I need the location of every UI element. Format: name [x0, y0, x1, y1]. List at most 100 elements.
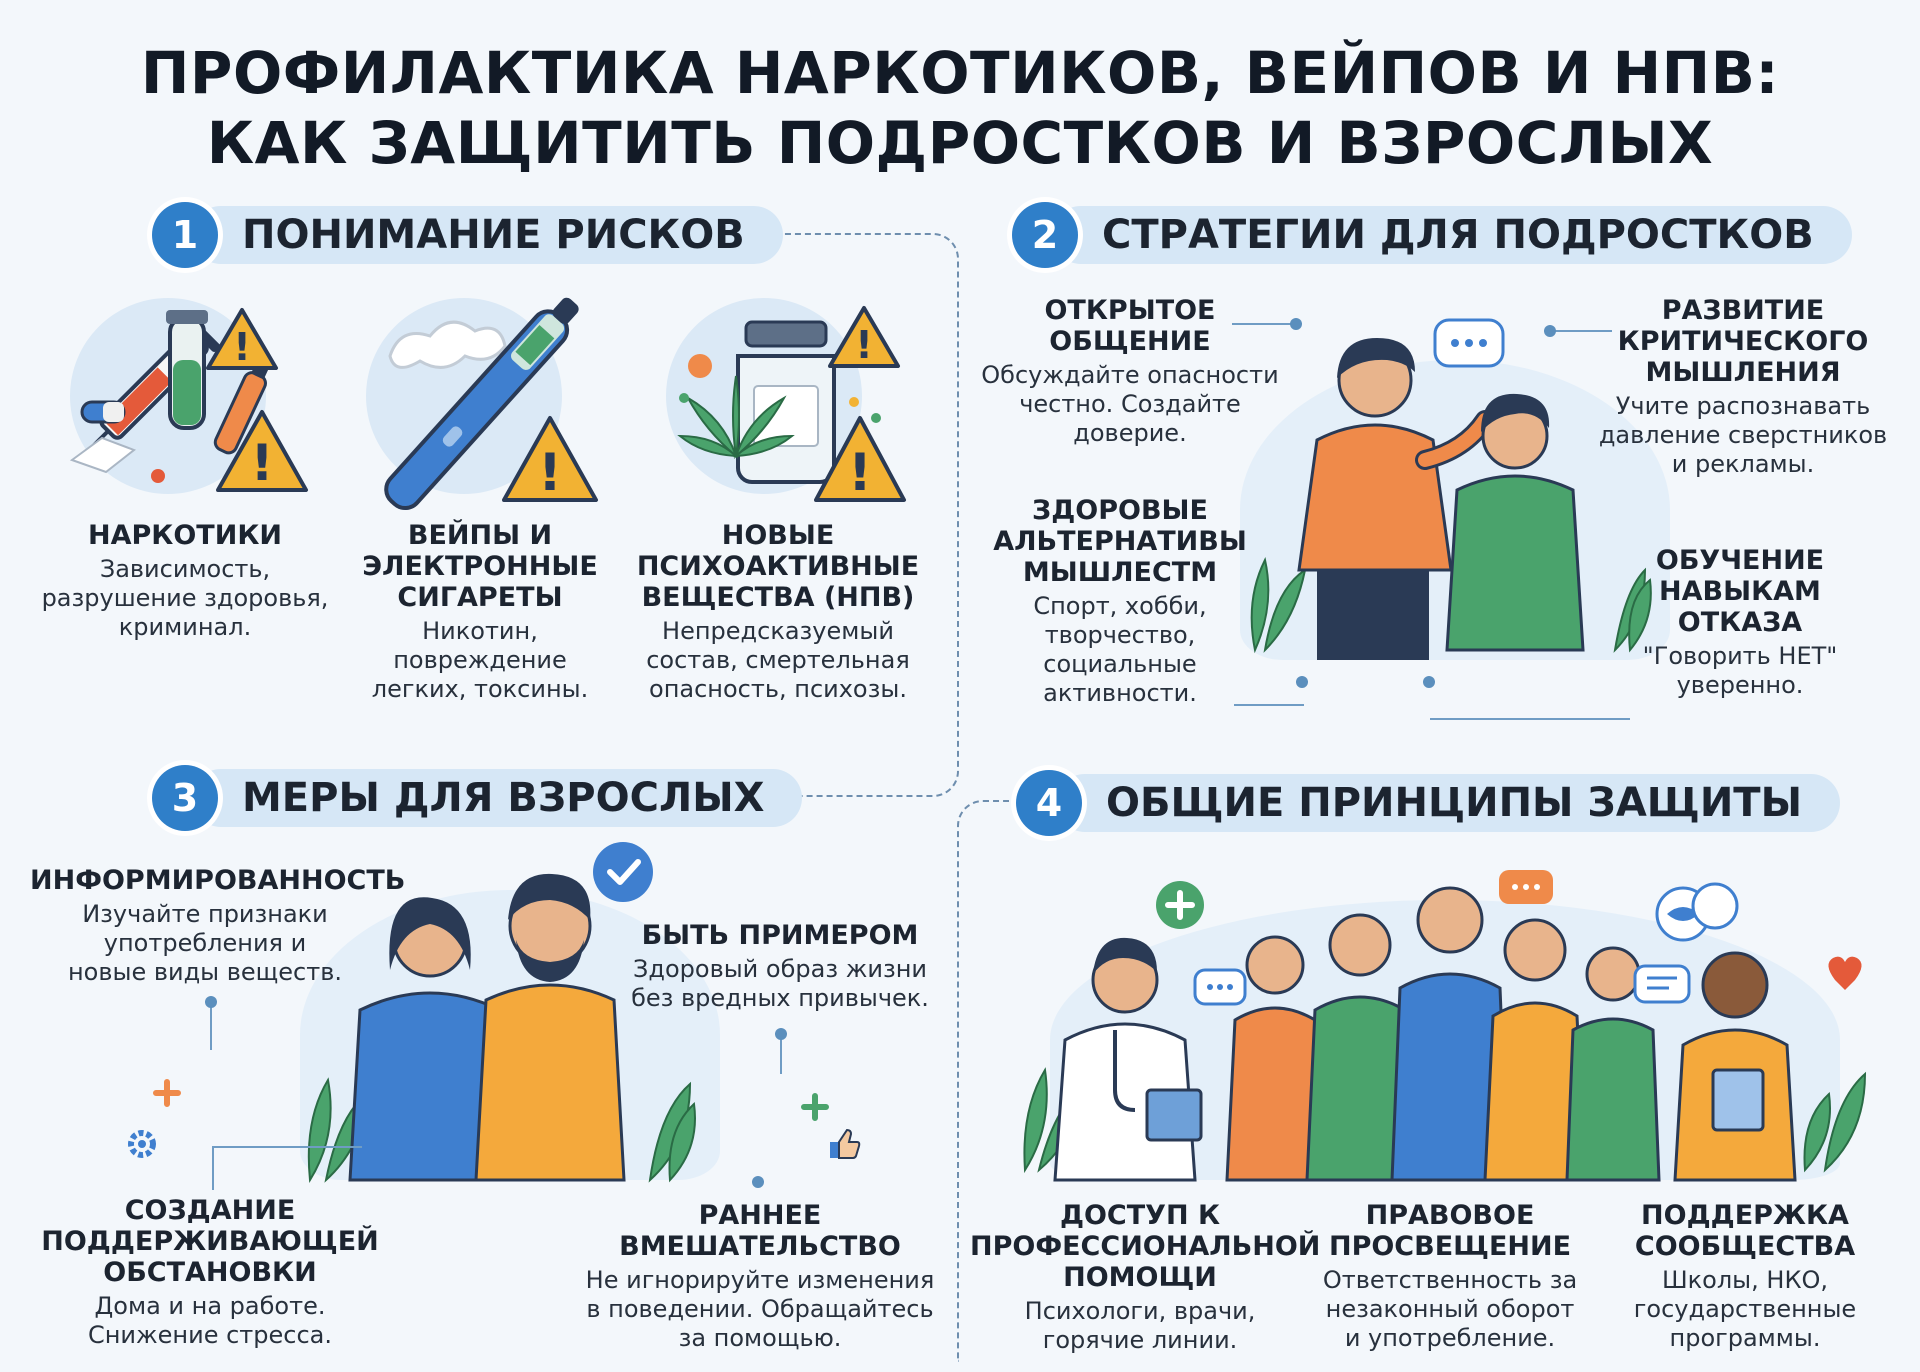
teen-strategy-title-line: ОБУЧЕНИЕ [1655, 545, 1825, 576]
teen-strategy-desc-line: Спорт, хобби, [1033, 592, 1207, 620]
principle-title: ПРАВОВОЕ ПРОСВЕЩЕНИЕ [1305, 1200, 1595, 1262]
section-3-header: МЕРЫ ДЛЯ ВЗРОСЛЫХ 3 [152, 765, 803, 831]
risk-desc-vapes-line: легких, токсины. [371, 675, 589, 703]
adult-measure-desc-line: употребления и [103, 929, 307, 957]
teen-strategy-desc-line: Обсуждайте опасности [981, 361, 1279, 389]
risk-title-drugs: НАРКОТИКИ [88, 520, 282, 551]
connector-dot [1290, 318, 1302, 330]
connector-line [1552, 330, 1612, 332]
risk-desc-nps-line: опасность, психозы. [649, 675, 907, 703]
plus-icon [801, 1093, 829, 1121]
teen-strategy-desc-line: и рекламы. [1671, 450, 1815, 478]
teen-strategy-title: ЗДОРОВЫЕ АЛЬТЕРНАТИВЫ МЫШЛЕСТМ [990, 495, 1250, 588]
risk-desc-vapes: Никотин, повреждение легких, токсины. [330, 617, 630, 704]
section-1-header: ПОНИМАНИЕ РИСКОВ 1 [152, 202, 783, 268]
risk-title-nps-line: ВЕЩЕСТВА (НПВ) [641, 582, 915, 613]
adult-measure-early-intervention: РАННЕЕ ВМЕШАТЕЛЬСТВО Не игнорируйте изме… [570, 1200, 950, 1353]
teen-strategy-desc-line: социальные [1043, 650, 1197, 678]
principle-desc-line: горячие линии. [1042, 1326, 1238, 1354]
teen-strategy-title-line: ОТКРЫТОЕ [1044, 295, 1216, 326]
teen-strategy-title-line: МЫШЛЕНИЯ [1645, 357, 1841, 388]
teen-strategy-title-line: РАЗВИТИЕ [1661, 295, 1825, 326]
page-title-line-2: КАК ЗАЩИТИТЬ ПОДРОСТКОВ И ВЗРОСЛЫХ [206, 109, 1714, 177]
teen-strategy-desc-line: давление сверстников [1598, 421, 1888, 449]
risk-desc-vapes-line: повреждение [393, 646, 567, 674]
adult-teen-talk-illustration [1250, 318, 1652, 660]
plus-icon [153, 1079, 181, 1107]
risk-title-nps: НОВЫЕ ПСИХОАКТИВНЫЕ ВЕЩЕСТВА (НПВ) [628, 520, 928, 613]
adult-measure-desc-line: Снижение стресса. [87, 1321, 333, 1349]
principle-desc: Ответственность за незаконный оборот и у… [1305, 1266, 1595, 1353]
connector-line [780, 1034, 782, 1074]
principle-community-support: ПОДДЕРЖКА СООБЩЕСТВА Школы, НКО, государ… [1600, 1200, 1890, 1353]
principle-title-line: СООБЩЕСТВА [1634, 1231, 1856, 1262]
teen-strategy-desc: Спорт, хобби, творчество, социальные акт… [990, 592, 1250, 708]
section-3-number: 3 [152, 765, 218, 831]
thumbs-up-icon [830, 1128, 861, 1159]
page-title-line-1: ПРОФИЛАКТИКА НАРКОТИКОВ, ВЕЙПОВ И НПВ: [140, 39, 1780, 107]
principle-desc-line: и употребление. [1344, 1324, 1556, 1352]
adult-measure-title-line: РАННЕЕ [698, 1200, 822, 1231]
connector-dot [752, 1176, 764, 1188]
connector-dot [1423, 676, 1435, 688]
teen-strategy-critical-thinking: РАЗВИТИЕ КРИТИЧЕСКОГО МЫШЛЕНИЯ Учите рас… [1578, 295, 1908, 479]
adult-measure-desc-line: новые виды веществ. [67, 958, 342, 986]
connector-line [212, 1146, 214, 1190]
section-1-number: 1 [152, 202, 218, 268]
adult-measure-awareness: ИНФОРМИРОВАННОСТЬ Изучайте признаки упот… [30, 865, 406, 987]
risk-title-vapes: ВЕЙПЫ И ЭЛЕКТРОННЫЕ СИГАРЕТЫ [330, 520, 630, 613]
section-2-header: СТРАТЕГИИ ДЛЯ ПОДРОСТКОВ 2 [1012, 202, 1852, 268]
principle-desc: Психологи, врачи, горячие линии. [970, 1297, 1310, 1355]
teen-strategy-open-talk: ОТКРЫТОЕ ОБЩЕНИЕ Обсуждайте опасности че… [980, 295, 1280, 448]
adult-measure-desc-line: без вредных привычек. [631, 984, 929, 1012]
teen-strategy-desc: Обсуждайте опасности честно. Создайте до… [980, 361, 1280, 448]
principle-title-line: ПОМОЩИ [1063, 1262, 1217, 1293]
adult-measure-title: ИНФОРМИРОВАННОСТЬ [30, 865, 406, 896]
principle-legal-education: ПРАВОВОЕ ПРОСВЕЩЕНИЕ Ответственность за … [1305, 1200, 1595, 1353]
connector-1-2 [745, 233, 959, 797]
adult-measure-desc: Не игнорируйте изменения в поведении. Об… [570, 1266, 950, 1353]
adult-measure-title: БЫТЬ ПРИМЕРОМ [641, 920, 919, 951]
principle-title: ДОСТУП К ПРОФЕССИОНАЛЬНОЙ ПОМОЩИ [970, 1200, 1321, 1293]
section-4-number: 4 [1016, 770, 1082, 836]
teen-strategy-desc: "Говорить НЕТ" уверенно. [1600, 642, 1880, 700]
principle-title-line: ПРАВОВОЕ [1365, 1200, 1535, 1231]
risk-desc-nps-line: Непредсказуемый [662, 617, 894, 645]
risk-title-nps-line: НОВЫЕ [721, 520, 835, 551]
connector-line [212, 1146, 362, 1148]
section-3-heading: МЕРЫ ДЛЯ ВЗРОСЛЫХ [192, 769, 803, 827]
adult-measure-title-line: ОБСТАНОВКИ [103, 1257, 317, 1288]
connector-dot [775, 1028, 787, 1040]
principle-desc-line: незаконный оборот [1325, 1295, 1575, 1323]
connector-dot [205, 996, 217, 1008]
risk-desc-drugs-line: криминал. [118, 613, 252, 641]
connector-dot [1296, 676, 1308, 688]
connector-line [210, 1000, 212, 1050]
teen-strategy-desc-line: уверенно. [1676, 671, 1804, 699]
syringe-pills-warning-icon: ! ! [69, 308, 308, 492]
principle-desc-line: Психологи, врачи, [1024, 1297, 1256, 1325]
risk-desc-drugs-line: разрушение здоровья, [41, 584, 329, 612]
principle-desc-line: государственные [1633, 1295, 1857, 1323]
principle-title-line: ПРОСВЕЩЕНИЕ [1328, 1231, 1572, 1262]
connector-line [1232, 323, 1292, 325]
svg-text:!: ! [251, 434, 274, 492]
teen-strategy-title: ОБУЧЕНИЕ НАВЫКАМ ОТКАЗА [1600, 545, 1880, 638]
teen-strategy-desc-line: активности. [1043, 679, 1197, 707]
section-2-heading: СТРАТЕГИИ ДЛЯ ПОДРОСТКОВ [1052, 206, 1852, 264]
section-4-heading: ОБЩИЕ ПРИНЦИПЫ ЗАЩИТЫ [1056, 774, 1841, 832]
adult-measure-desc-line: в поведении. Обращайтесь [586, 1295, 934, 1323]
adult-measure-desc-line: Здоровый образ жизни [633, 955, 927, 983]
risk-item-nps: НОВЫЕ ПСИХОАКТИВНЫЕ ВЕЩЕСТВА (НПВ) Непре… [628, 520, 928, 704]
adult-measure-desc-line: Изучайте признаки [82, 900, 328, 928]
teen-strategy-healthy-alternatives: ЗДОРОВЫЕ АЛЬТЕРНАТИВЫ МЫШЛЕСТМ Спорт, хо… [990, 495, 1250, 708]
principle-title-line: ПРОФЕССИОНАЛЬНОЙ [970, 1231, 1321, 1262]
teen-strategy-title-line: ОТКАЗА [1677, 607, 1803, 638]
adult-measure-desc: Дома и на работе. Снижение стресса. [40, 1292, 380, 1350]
teen-strategy-title: ОТКРЫТОЕ ОБЩЕНИЕ [980, 295, 1280, 357]
principle-title-line: ДОСТУП К [1059, 1200, 1221, 1231]
risk-title-vapes-line: СИГАРЕТЫ [397, 582, 563, 613]
connector-line [1234, 704, 1304, 706]
adult-measure-title-line: ВМЕШАТЕЛЬСТВО [619, 1231, 901, 1262]
adult-measure-role-model: БЫТЬ ПРИМЕРОМ Здоровый образ жизни без в… [630, 920, 930, 1013]
